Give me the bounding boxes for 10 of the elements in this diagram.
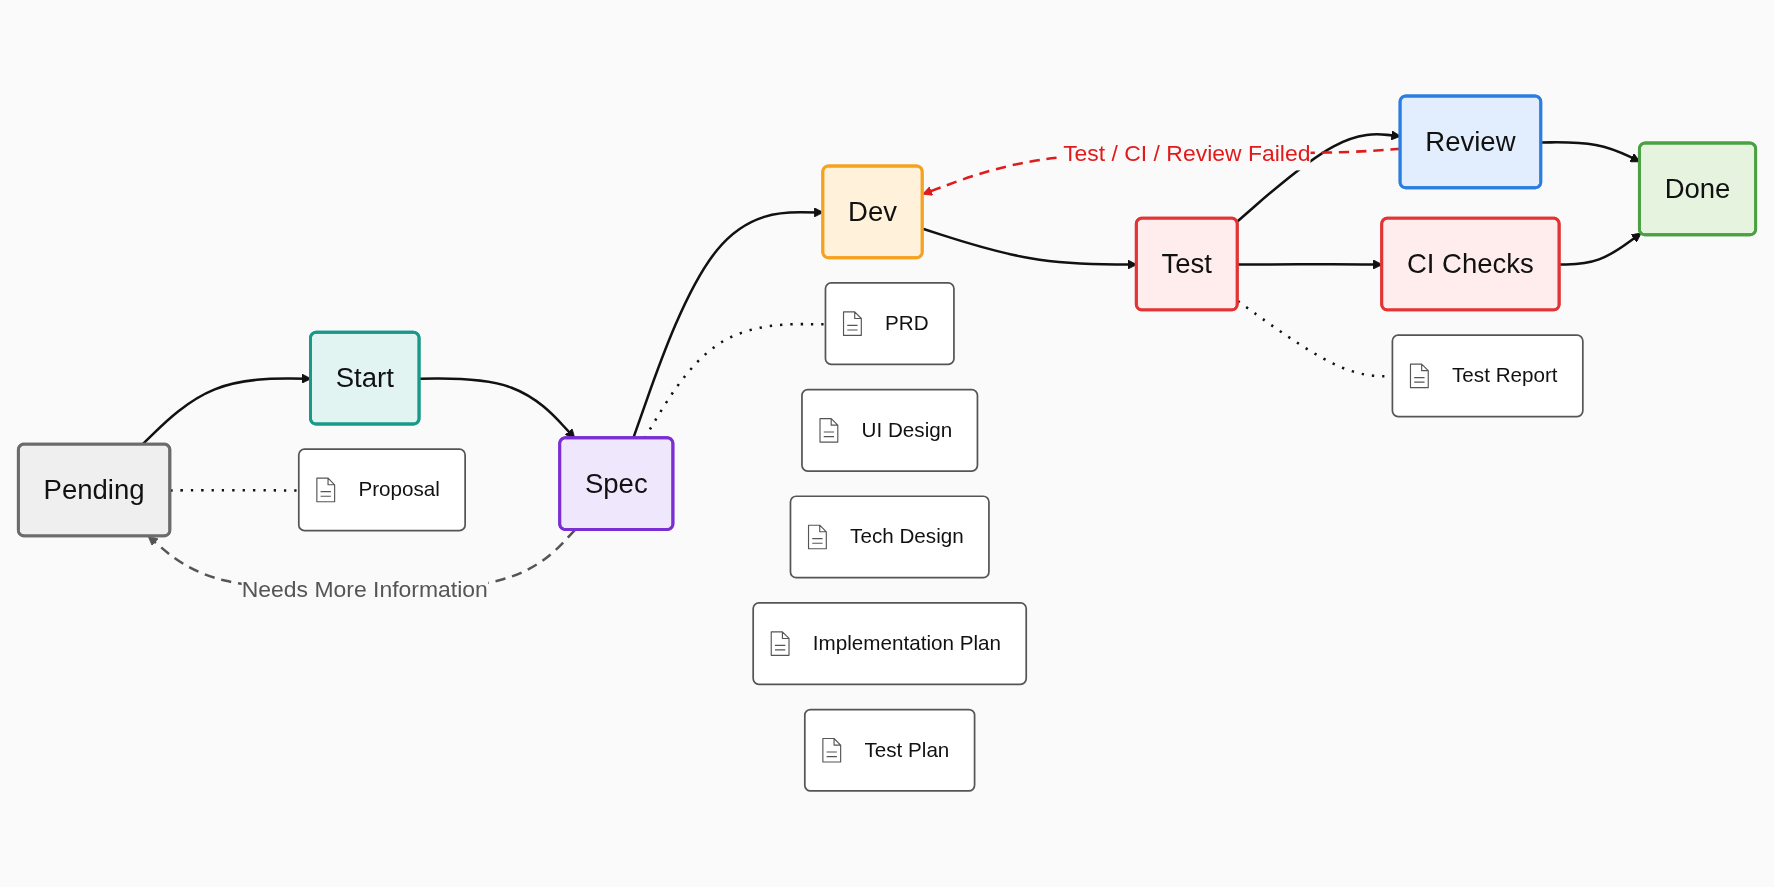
edge-label: Test / CI / Review Failed bbox=[1063, 140, 1311, 166]
node-box: Test Report bbox=[1391, 334, 1584, 418]
node-box: Implementation Plan bbox=[752, 602, 1028, 686]
node-box: Test Plan bbox=[803, 708, 976, 792]
node-box: UI Design bbox=[801, 388, 979, 472]
node-box: PRD bbox=[824, 282, 955, 366]
arrow bbox=[1559, 232, 1642, 266]
node-box: Tech Design bbox=[789, 495, 990, 579]
edge-label: Needs More Information bbox=[241, 576, 488, 602]
node-box: Proposal bbox=[297, 448, 466, 532]
